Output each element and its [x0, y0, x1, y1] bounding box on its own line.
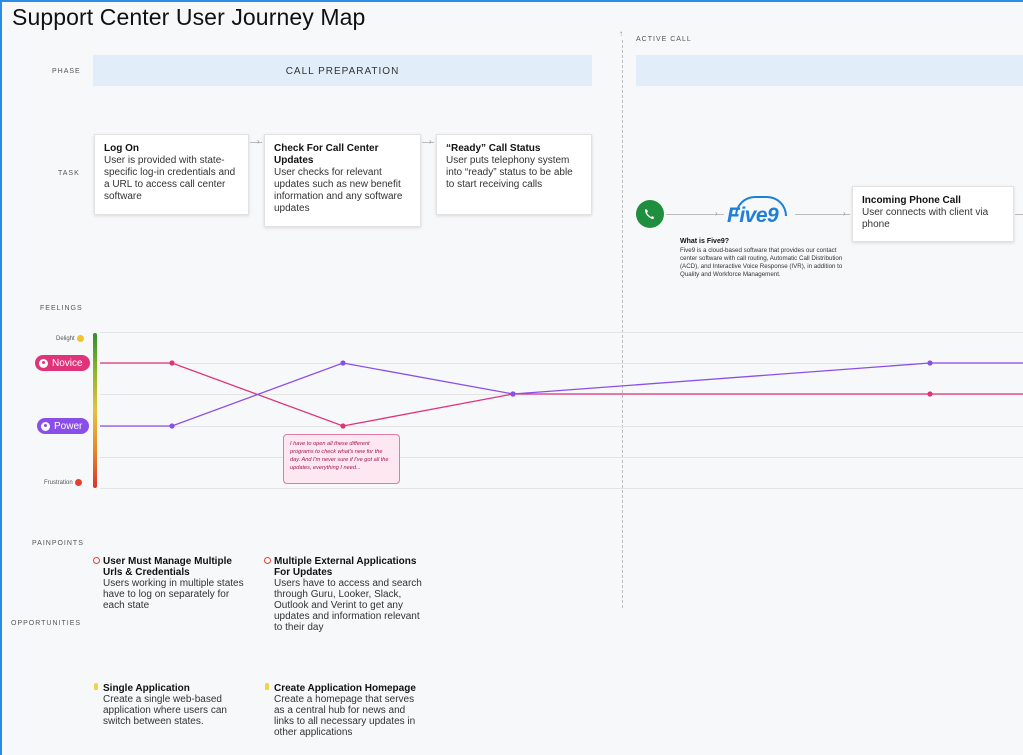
phase-name: CALL PREPARATION	[285, 66, 400, 77]
scale-top-text: Delight	[56, 336, 75, 343]
task-card-incoming-call[interactable]: Incoming Phone Call User connects with c…	[852, 186, 1014, 242]
task-description: User is provided with state-specific log…	[104, 155, 236, 202]
task-description: User puts telephony system into “ready” …	[446, 155, 573, 190]
angry-face-icon	[74, 479, 82, 486]
task-title: Check For Call Center Updates	[274, 143, 379, 166]
painpoint-description: Users working in multiple states have to…	[103, 578, 244, 611]
painpoint-title: Multiple External Applications For Updat…	[274, 556, 417, 578]
feeling-point-novice[interactable]	[927, 391, 933, 397]
flow-connector	[1015, 214, 1023, 215]
user-quote-note: I have to open all these different progr…	[283, 434, 400, 484]
divider-arrow-icon: ↑	[619, 29, 623, 38]
warning-icon	[93, 557, 100, 564]
lightbulb-icon	[94, 683, 98, 690]
connector-arrow-icon: ›	[257, 137, 260, 146]
opportunity-description: Create a homepage that serves as a centr…	[274, 694, 416, 738]
row-label-feelings: FEELINGS	[40, 305, 83, 312]
scale-label-frustration: Frustration	[44, 479, 82, 486]
feeling-gridline	[100, 457, 1023, 458]
feeling-point-power[interactable]	[927, 360, 933, 366]
task-card-ready-status[interactable]: “Ready” Call Status User puts telephony …	[436, 134, 592, 215]
task-description: User checks for relevant updates such as…	[274, 167, 403, 214]
flow-connector	[795, 214, 850, 215]
row-label-phase: PHASE	[52, 68, 81, 75]
feeling-point-power[interactable]	[510, 391, 516, 397]
feeling-line-power	[100, 362, 1023, 427]
five9-info-description: Five9 is a cloud-based software that pro…	[680, 247, 843, 278]
feeling-point-power[interactable]	[169, 423, 175, 429]
feeling-point-novice[interactable]	[169, 360, 175, 366]
feeling-gridline	[100, 426, 1023, 427]
phase-band-active-call	[636, 55, 1023, 86]
flow-connector	[666, 214, 724, 215]
feeling-point-power[interactable]	[340, 360, 346, 366]
row-label-task: TASK	[58, 170, 80, 177]
feeling-gridline	[100, 332, 1023, 333]
feeling-gridline	[100, 363, 1023, 364]
task-connector	[250, 142, 262, 143]
painpoint-description: Users have to access and search through …	[274, 578, 422, 633]
opportunity-description: Create a single web-based application wh…	[103, 694, 227, 727]
phase-divider	[622, 40, 623, 608]
five9-logo: Five9	[727, 204, 779, 227]
row-label-opportunities: OPPORTUNITIES	[11, 620, 82, 627]
task-card-log-on[interactable]: Log On User is provided with state-speci…	[94, 134, 249, 215]
feeling-gridline	[100, 488, 1023, 489]
opportunity-homepage: Create Application Homepage Create a hom…	[265, 683, 426, 738]
task-title: Incoming Phone Call	[862, 195, 961, 206]
frame-border-left	[0, 0, 2, 755]
feeling-scale-bar	[93, 333, 97, 488]
painpoint-title: User Must Manage Multiple Urls & Credent…	[103, 556, 232, 578]
row-label-painpoints: PAINPOINTS	[32, 540, 84, 547]
persona-badge-novice: Novice	[35, 355, 90, 371]
painpoint-external-apps: Multiple External Applications For Updat…	[264, 556, 424, 633]
feeling-point-novice[interactable]	[340, 423, 346, 429]
persona-name: Novice	[52, 357, 83, 369]
task-connector	[422, 142, 434, 143]
scale-label-delight: Delight	[56, 335, 84, 342]
opportunity-single-application: Single Application Create a single web-b…	[94, 683, 253, 727]
phase-band-call-preparation: CALL PREPARATION	[93, 55, 592, 86]
connector-arrow-icon: ›	[715, 209, 718, 218]
opportunity-title: Create Application Homepage	[274, 683, 416, 694]
task-card-check-updates[interactable]: Check For Call Center Updates User check…	[264, 134, 421, 227]
user-icon	[39, 358, 48, 368]
warning-icon	[264, 557, 271, 564]
persona-badge-power: Power	[37, 418, 90, 434]
task-title: “Ready” Call Status	[446, 143, 541, 154]
persona-name: Power	[54, 420, 83, 432]
opportunity-title: Single Application	[103, 683, 190, 694]
task-description: User connects with client via phone	[862, 207, 989, 230]
five9-info-title: What is Five9?	[680, 238, 730, 245]
connector-arrow-icon: ›	[843, 209, 846, 218]
lightbulb-icon	[265, 683, 269, 690]
phone-icon	[636, 200, 664, 228]
feeling-line-novice	[100, 362, 1023, 427]
happy-face-icon	[76, 335, 84, 342]
connector-arrow-icon: ›	[429, 137, 432, 146]
phase-label-active-call: ACTIVE CALL	[636, 36, 692, 43]
page-title: Support Center User Journey Map	[12, 4, 366, 30]
painpoint-multiple-urls: User Must Manage Multiple Urls & Credent…	[93, 556, 253, 611]
scale-bottom-text: Frustration	[44, 480, 73, 487]
user-icon	[41, 421, 50, 431]
frame-border-top	[0, 0, 1023, 2]
task-title: Log On	[104, 143, 139, 154]
